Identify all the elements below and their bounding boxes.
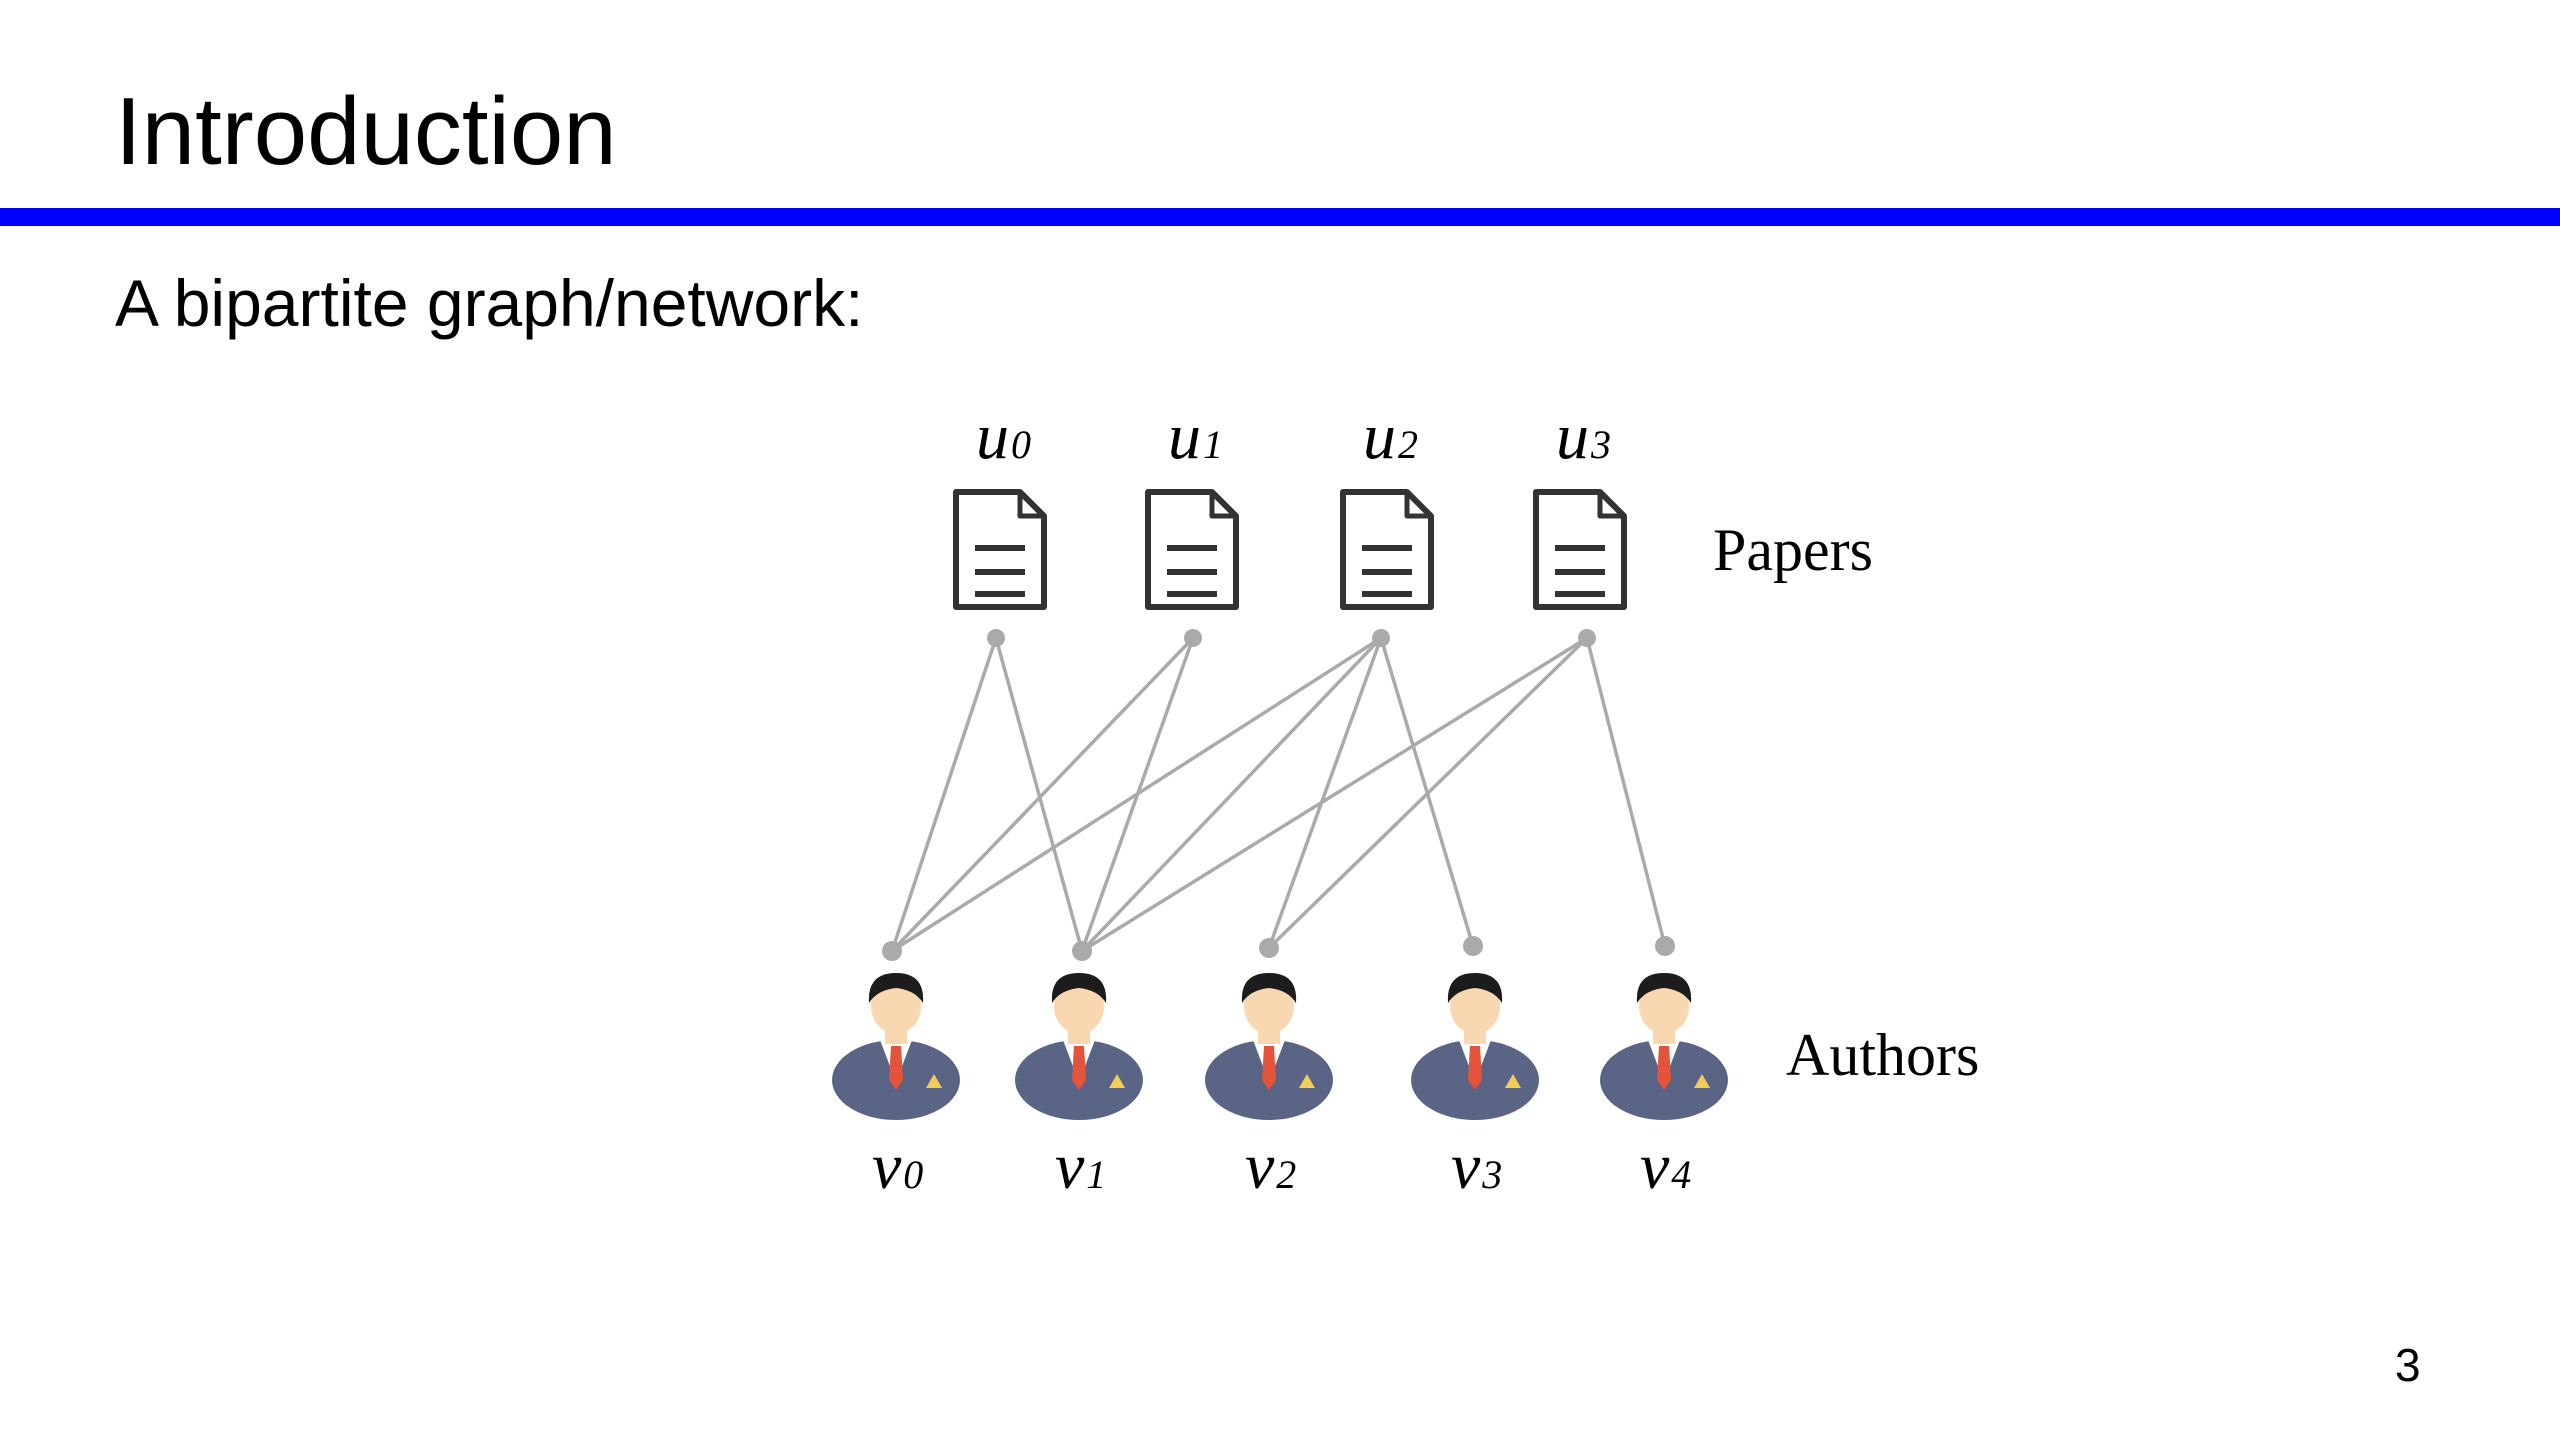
edge-u0-v1 [994, 637, 1084, 952]
document-icon [1340, 489, 1434, 610]
label-base: v [872, 1130, 902, 1203]
label-subscript: 3 [1590, 422, 1611, 467]
authors-group-label: Authors [1786, 1022, 1979, 1088]
person-icon [1411, 973, 1539, 1120]
author-node-v3: v3 [1411, 973, 1539, 1203]
person-icon [832, 973, 960, 1120]
page-number: 3 [2395, 1339, 2421, 1391]
paper-label-u1: u1 [1168, 400, 1223, 473]
author-label-v1: v1 [1055, 1130, 1106, 1203]
paper-node-u3: u3 [1533, 400, 1627, 610]
label-base: u [1363, 400, 1396, 473]
label-subscript: 4 [1671, 1152, 1691, 1197]
node-dot-v1 [1072, 941, 1092, 961]
edge-u3-v2 [1267, 636, 1589, 950]
title-divider [0, 208, 2560, 226]
paper-node-u0: u0 [953, 400, 1047, 610]
node-dot-u1 [1184, 629, 1202, 647]
label-base: u [1168, 400, 1201, 473]
paper-label-u0: u0 [976, 400, 1031, 473]
author-label-v4: v4 [1640, 1130, 1691, 1203]
paper-node-u2: u2 [1340, 400, 1434, 610]
paper-node-u1: u1 [1145, 400, 1239, 610]
paper-label-u2: u2 [1363, 400, 1418, 473]
person-icon [1015, 973, 1143, 1120]
node-dot-v0 [882, 941, 902, 961]
node-dot-u3 [1578, 629, 1596, 647]
document-icon [1145, 489, 1239, 610]
edges-layer [890, 636, 1667, 953]
edge-u1-v0 [890, 636, 1195, 953]
author-node-v2: v2 [1205, 973, 1333, 1203]
label-base: v [1640, 1130, 1670, 1203]
paper-label-u3: u3 [1556, 400, 1611, 473]
label-subscript: 1 [1086, 1152, 1106, 1197]
label-subscript: 1 [1203, 422, 1223, 467]
node-dot-v3 [1463, 936, 1483, 956]
label-base: v [1451, 1130, 1481, 1203]
node-dot-v2 [1259, 938, 1279, 958]
label-subscript: 2 [1276, 1152, 1296, 1197]
label-base: v [1055, 1130, 1085, 1203]
author-label-v0: v0 [872, 1130, 923, 1203]
label-base: u [1556, 400, 1589, 473]
label-subscript: 0 [1011, 422, 1031, 467]
papers-group-label: Papers [1713, 517, 1873, 583]
edge-u3-v1 [1081, 636, 1588, 953]
edge-u2-v2 [1267, 637, 1383, 949]
label-subscript: 0 [903, 1152, 923, 1197]
person-icon [1600, 973, 1728, 1120]
slide-subtitle: A bipartite graph/network: [115, 266, 864, 340]
document-icon [953, 489, 1047, 610]
label-subscript: 2 [1398, 422, 1418, 467]
author-label-v3: v3 [1451, 1130, 1502, 1203]
node-dot-v4 [1655, 936, 1675, 956]
author-node-v0: v0 [832, 973, 960, 1203]
label-base: u [976, 400, 1009, 473]
author-label-v2: v2 [1245, 1130, 1296, 1203]
node-dot-u0 [987, 629, 1005, 647]
edge-u0-v0 [890, 637, 998, 952]
label-base: v [1245, 1130, 1275, 1203]
node-dot-u2 [1372, 629, 1390, 647]
edge-u3-v4 [1585, 637, 1667, 947]
label-subscript: 3 [1481, 1152, 1502, 1197]
document-icon [1533, 489, 1627, 610]
person-icon [1205, 973, 1333, 1120]
slide-title: Introduction [115, 78, 617, 185]
edge-u2-v0 [891, 636, 1382, 953]
node-dots-layer [882, 629, 1675, 961]
author-node-v1: v1 [1015, 973, 1143, 1203]
edge-u2-v1 [1080, 636, 1383, 953]
author-node-v4: v4 [1600, 973, 1728, 1203]
